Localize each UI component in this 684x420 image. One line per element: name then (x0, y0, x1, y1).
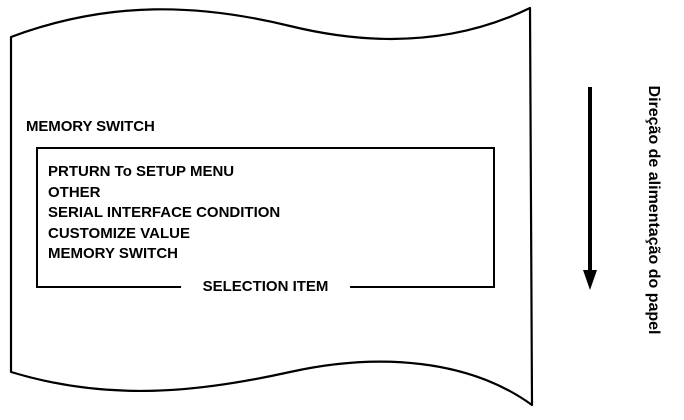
paper-outline (9, 6, 534, 407)
menu-item-serial-interface: SERIAL INTERFACE CONDITION (48, 204, 281, 221)
selection-menu-box: PRTURN To SETUP MENU OTHER SERIAL INTERF… (36, 147, 495, 297)
feed-direction-label: Direção de alimentação do papel (645, 85, 662, 335)
memory-switch-heading: MEMORY SWITCH (26, 118, 155, 135)
menu-item-return-setup: PRTURN To SETUP MENU (48, 163, 235, 180)
menu-item-memory-switch: MEMORY SWITCH (48, 245, 178, 262)
menu-item-other: OTHER (48, 183, 101, 201)
menu-list: PRTURN To SETUP MENU OTHER SERIAL INTERF… (48, 162, 280, 265)
selection-item-caption: SELECTION ITEM (180, 277, 351, 297)
menu-item-customize-value: CUSTOMIZE VALUE (48, 224, 190, 242)
feed-direction-arrow-icon (583, 87, 597, 290)
